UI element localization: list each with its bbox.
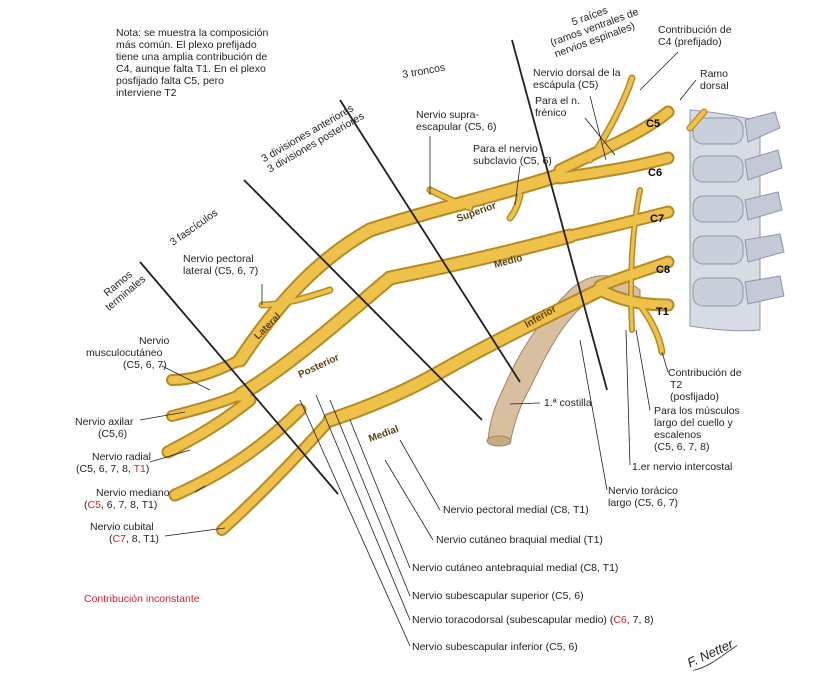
label-toracodorsal: Nervio toracodorsal (subescapular medio)…	[412, 614, 654, 626]
note-line: tiene una amplia contribución de	[116, 51, 267, 63]
label-musculocutaneo: Nervio	[139, 335, 170, 347]
root-labels: C5 C6 C7 C8 T1	[646, 118, 670, 318]
label-subescapular-inf: Nervio subescapular inferior (C5, 6)	[412, 641, 578, 653]
label-axilar: (C5,6)	[98, 428, 127, 440]
legend-inconstante: Contribución inconstante	[84, 593, 200, 605]
label-cubital-values: (C7, 8, T1)	[109, 533, 159, 545]
label-contrib-t2: T2	[670, 379, 682, 391]
label-ramo-dorsal: dorsal	[700, 80, 729, 92]
label-cuello: Para los músculos	[654, 405, 740, 417]
note-line: más común. El plexo prefijado	[116, 39, 257, 51]
label-mediano: Nervio mediano	[96, 487, 170, 499]
label-intercostal: 1.er nervio intercostal	[632, 461, 732, 473]
label-subclavio: subclavio (C5, 6)	[473, 155, 552, 167]
label-toracico-largo: largo (C5, 6, 7)	[608, 497, 678, 509]
cord-medial-label: Medial	[367, 424, 400, 445]
label-toracico-largo: Nervio torácico	[608, 485, 678, 497]
label-contrib-c4: Contribución de	[658, 24, 732, 36]
note-line: Nota: se muestra la composición	[116, 27, 268, 39]
label-cutaneo-antebraquial: Nervio cutáneo antebraquial medial (C8, …	[412, 562, 618, 574]
label-supraescapular: Nervio supra-	[416, 109, 480, 121]
label-musculocutaneo: musculocutáneo	[86, 347, 163, 359]
mediano-values-red: C5	[88, 499, 102, 511]
label-frenico: Para el n.	[535, 95, 580, 107]
toracodorsal-red: C6	[613, 614, 627, 626]
left-labels: Nervio pectoral lateral (C5, 6, 7) Nervi…	[75, 253, 258, 605]
label-dorsal-escapula: escápula (C5)	[533, 79, 598, 91]
label-cuello: escalenos	[654, 429, 701, 441]
bottom-labels: Nervio pectoral medial (C8, T1) Nervio c…	[412, 504, 654, 653]
label-axilar: Nervio axilar	[75, 416, 134, 428]
right-labels: Contribución de C4 (prefijado) Ramo dors…	[416, 24, 742, 509]
divider-divisions	[243, 179, 483, 421]
label-cuello: (C5, 6, 7, 8)	[654, 441, 709, 453]
label-radial: Nervio radial	[92, 451, 151, 463]
header-fasciculos: 3 fascículos	[168, 207, 220, 249]
label-subclavio: Para el nervio	[473, 143, 538, 155]
label-musculocutaneo: (C5, 6, 7)	[123, 359, 167, 371]
root-c8-label: C8	[656, 264, 670, 276]
cubital-values-post: , 8, T1)	[126, 533, 159, 545]
label-subescapular-sup: Nervio subescapular superior (C5, 6)	[412, 590, 584, 602]
cubital-values-red: C7	[113, 533, 127, 545]
root-c6-label: C6	[648, 167, 662, 179]
label-pectoral-lateral: lateral (C5, 6, 7)	[183, 265, 258, 277]
svg-text:F. Netter: F. Netter	[685, 636, 736, 671]
label-supraescapular: escapular (C5, 6)	[416, 121, 497, 133]
vertebral-column	[686, 108, 785, 332]
label-cuello: largo del cuello y	[654, 417, 734, 429]
divider-trunks	[339, 99, 521, 383]
label-frenico: frénico	[535, 107, 567, 119]
radial-values-pre: (C5, 6, 7, 8,	[76, 463, 134, 475]
label-contrib-t2: Contribución de	[668, 367, 742, 379]
label-ramo-dorsal: Ramo	[700, 68, 728, 80]
radial-values-red: T1	[134, 463, 146, 475]
label-dorsal-escapula: Nervio dorsal de la	[533, 67, 621, 79]
note-line: posfijado falta C5, pero	[116, 75, 224, 87]
radial-values-post: )	[146, 463, 150, 475]
label-costilla: 1.ª costilla	[544, 397, 592, 409]
label-contrib-t2: (posfijado)	[670, 391, 719, 403]
note-block: Nota: se muestra la composición más comú…	[116, 27, 268, 99]
header-troncos: 3 troncos	[401, 62, 446, 81]
note-line: interviene T2	[116, 87, 177, 99]
netter-signature: F. Netter	[685, 636, 738, 671]
root-c7-label: C7	[650, 213, 664, 225]
label-mediano-values: (C5, 6, 7, 8, T1)	[84, 499, 157, 511]
label-pectoral-lateral: Nervio pectoral	[183, 253, 254, 265]
nerve-plexus	[161, 74, 675, 536]
toracodorsal-pre: Nervio toracodorsal (subescapular medio)…	[412, 614, 614, 626]
label-cubital: Nervio cubital	[90, 521, 154, 533]
section-dividers	[139, 39, 608, 495]
divider-roots	[511, 39, 608, 391]
label-cutaneo-braquial: Nervio cutáneo braquial medial (T1)	[436, 534, 603, 546]
label-radial-values: (C5, 6, 7, 8, T1)	[76, 463, 149, 475]
root-t1-label: T1	[656, 306, 669, 318]
label-pectoral-medial: Nervio pectoral medial (C8, T1)	[443, 504, 589, 516]
mediano-values-post: , 6, 7, 8, T1)	[101, 499, 157, 511]
leader-lines	[139, 51, 697, 647]
toracodorsal-post: , 7, 8)	[627, 614, 654, 626]
divider-cords	[139, 261, 339, 495]
root-c5-label: C5	[646, 118, 660, 130]
note-line: C4, aunque falta T1. En el plexo	[116, 63, 266, 75]
label-contrib-c4: C4 (prefijado)	[658, 36, 722, 48]
